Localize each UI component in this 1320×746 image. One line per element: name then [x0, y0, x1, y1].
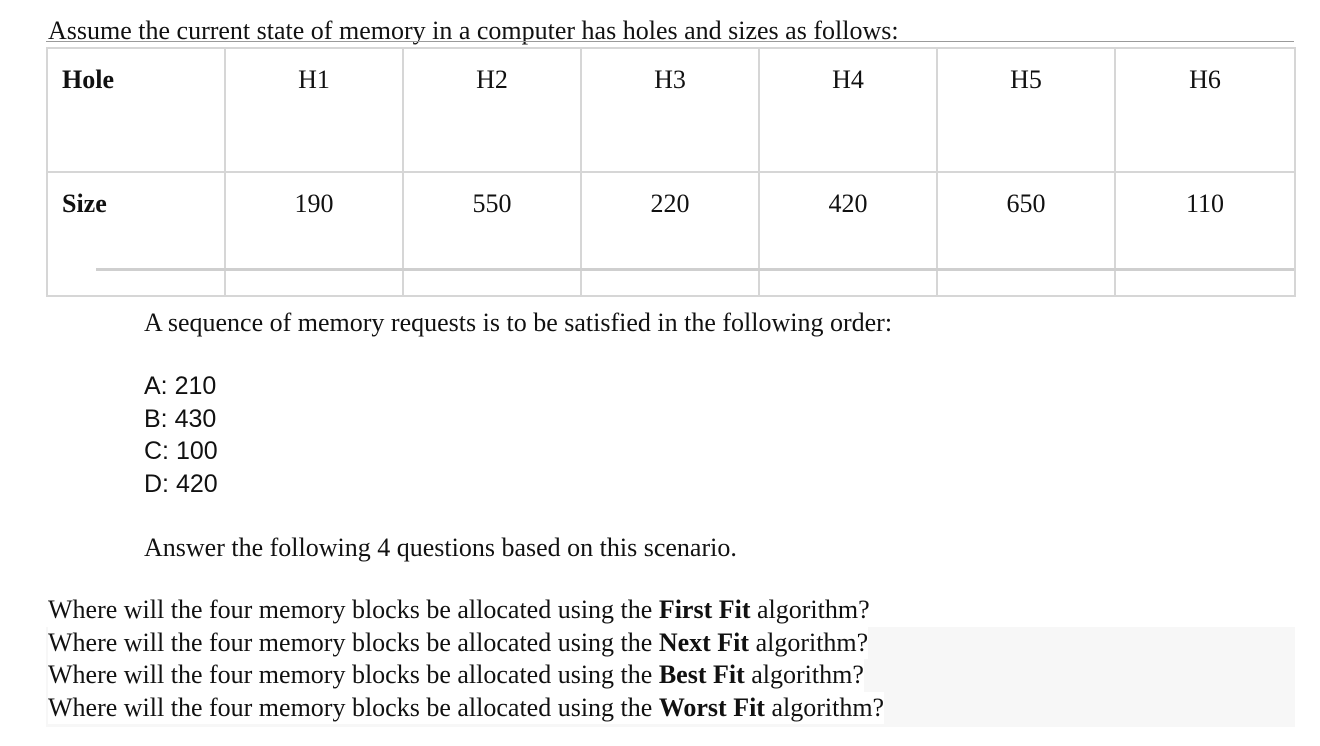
size-cell-h3: 220 — [580, 171, 760, 297]
table-row-size: Size 190 550 220 420 650 110 — [46, 171, 1296, 297]
row-header-hole: Hole — [46, 47, 226, 173]
size-cell-h6: 110 — [1114, 171, 1296, 297]
row-header-size: Size — [46, 171, 226, 297]
question-prefix: Where will the four memory blocks be all… — [48, 595, 659, 624]
question-worst-fit: Where will the four memory blocks be all… — [48, 691, 885, 725]
question-best-fit: Where will the four memory blocks be all… — [48, 659, 864, 692]
question-suffix: algorithm? — [750, 595, 870, 624]
request-item-b: B: 430 — [144, 404, 217, 433]
hole-cell-h3: H3 — [580, 47, 760, 173]
algorithm-name: Next Fit — [658, 627, 750, 657]
size-cell-h4: 420 — [758, 171, 938, 297]
question-next-fit: Where will the four memory blocks be all… — [48, 626, 869, 660]
algorithm-name: Best Fit — [658, 660, 745, 690]
hole-cell-h6: H6 — [1114, 47, 1296, 173]
intro-divider — [46, 41, 1294, 42]
request-list: A: 210 B: 430 C: 100 D: 420 — [144, 370, 218, 500]
question-prefix: Where will the four memory blocks be all… — [48, 692, 659, 722]
table-row-hole: Hole H1 H2 H3 H4 H5 H6 — [46, 47, 1296, 173]
hole-cell-h1: H1 — [224, 47, 404, 173]
sequence-text: A sequence of memory requests is to be s… — [144, 308, 893, 337]
hole-cell-h2: H2 — [402, 47, 582, 173]
question-first-fit: Where will the four memory blocks be all… — [48, 594, 870, 627]
request-item-a: A: 210 — [144, 372, 217, 400]
request-item-d: D: 420 — [144, 469, 218, 498]
question-suffix: algorithm? — [764, 692, 885, 722]
hole-cell-h4: H4 — [758, 47, 938, 173]
intro-text: Assume the current state of memory in a … — [48, 16, 899, 45]
table-bottom-rule — [96, 268, 1294, 271]
hole-size-table: Hole H1 H2 H3 H4 H5 H6 Size 190 550 220 … — [46, 47, 1296, 297]
question-suffix: algorithm? — [744, 660, 864, 690]
size-cell-h1: 190 — [224, 171, 404, 297]
size-cell-h2: 550 — [402, 171, 582, 297]
algorithm-name: Worst Fit — [658, 692, 765, 722]
question-prefix: Where will the four memory blocks be all… — [48, 627, 659, 657]
answer-instructions: Answer the following 4 questions based o… — [144, 533, 737, 562]
size-cell-h5: 650 — [936, 171, 1116, 297]
question-list: Where will the four memory blocks be all… — [48, 594, 885, 725]
question-prefix: Where will the four memory blocks be all… — [48, 660, 659, 690]
question-suffix: algorithm? — [749, 627, 869, 657]
hole-cell-h5: H5 — [936, 47, 1116, 173]
request-item-c: C: 100 — [144, 437, 218, 465]
algorithm-name: First Fit — [658, 595, 751, 624]
